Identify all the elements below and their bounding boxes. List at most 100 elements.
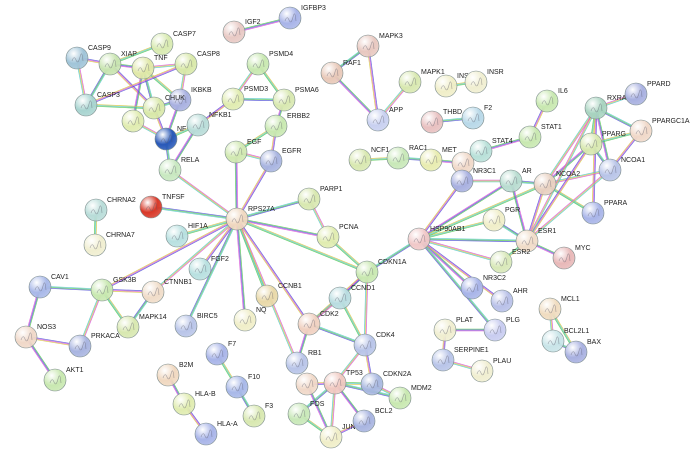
node-parp1[interactable]: PARP1 bbox=[297, 186, 343, 211]
node-circle[interactable] bbox=[366, 108, 390, 132]
node-circle[interactable] bbox=[483, 318, 507, 342]
node-circle[interactable] bbox=[139, 195, 163, 219]
node-circle[interactable] bbox=[420, 110, 444, 134]
node-circle[interactable] bbox=[246, 52, 270, 76]
node-ins[interactable]: INS bbox=[434, 73, 469, 98]
node-hla-b[interactable]: HLA-B bbox=[172, 391, 216, 416]
node-circle[interactable] bbox=[174, 314, 198, 338]
node-ncoa1[interactable]: NCOA1 bbox=[598, 157, 645, 182]
node-ahr[interactable]: AHR bbox=[490, 288, 528, 313]
node-circle[interactable] bbox=[43, 368, 67, 392]
node-nr3c2[interactable]: NR3C2 bbox=[460, 275, 506, 300]
node-cdk2[interactable]: CDK2 bbox=[297, 311, 339, 336]
node-ppargc1a[interactable]: PPARGC1A bbox=[629, 118, 690, 143]
node-ppard[interactable]: PPARD bbox=[624, 81, 671, 106]
node-circle[interactable] bbox=[535, 89, 559, 113]
node-circle[interactable] bbox=[131, 56, 155, 80]
node-circle[interactable] bbox=[295, 372, 319, 396]
node-rela[interactable]: RELA bbox=[158, 157, 200, 182]
node-f2[interactable]: F2 bbox=[461, 105, 492, 130]
node-f7[interactable]: F7 bbox=[205, 341, 236, 366]
node-circle[interactable] bbox=[388, 386, 412, 410]
node-circle[interactable] bbox=[142, 96, 166, 120]
node-circle[interactable] bbox=[222, 20, 246, 44]
node-circle[interactable] bbox=[221, 87, 245, 111]
node-circle[interactable] bbox=[515, 229, 539, 253]
node-circle[interactable] bbox=[352, 409, 376, 433]
node-circle[interactable] bbox=[450, 169, 474, 193]
node-circle[interactable] bbox=[328, 286, 352, 310]
node-circle[interactable] bbox=[469, 139, 493, 163]
node-casp8[interactable]: CASP8 bbox=[174, 51, 220, 76]
node-circle[interactable] bbox=[386, 146, 410, 170]
node-fos[interactable]: FOS bbox=[287, 401, 325, 426]
node-circle[interactable] bbox=[541, 329, 565, 353]
node-psmd3[interactable]: PSMD3 bbox=[221, 86, 268, 111]
node-insr[interactable]: INSR bbox=[464, 69, 504, 94]
node-circle[interactable] bbox=[225, 207, 249, 231]
node-bax[interactable]: BAX bbox=[564, 339, 601, 364]
node-circle[interactable] bbox=[287, 402, 311, 426]
node-circle[interactable] bbox=[84, 198, 108, 222]
node-circle[interactable] bbox=[65, 46, 89, 70]
node-circle[interactable] bbox=[98, 52, 122, 76]
node-circle[interactable] bbox=[74, 93, 98, 117]
node-plau[interactable]: PLAU bbox=[470, 358, 511, 383]
node-circle[interactable] bbox=[285, 351, 309, 375]
node-tnfsf_red[interactable]: TNFSF bbox=[139, 194, 185, 219]
node-mapk14[interactable]: MAPK14 bbox=[116, 314, 167, 339]
node-circle[interactable] bbox=[224, 140, 248, 164]
node-tnf[interactable]: TNF bbox=[131, 55, 168, 80]
node-casp3[interactable]: CASP3 bbox=[74, 92, 120, 117]
node-igfbp3[interactable]: IGFBP3 bbox=[278, 5, 326, 30]
node-plg[interactable]: PLG bbox=[483, 317, 520, 342]
node-tp53[interactable]: TP53 bbox=[323, 370, 363, 395]
node-circle[interactable] bbox=[121, 109, 145, 133]
node-ncoa2[interactable]: NCOA2 bbox=[533, 171, 580, 196]
node-circle[interactable] bbox=[533, 172, 557, 196]
node-gsk3b[interactable]: GSK3B bbox=[90, 277, 137, 302]
node-mdm2[interactable]: MDM2 bbox=[388, 385, 432, 410]
node-circle[interactable] bbox=[461, 106, 485, 130]
node-circle[interactable] bbox=[490, 289, 514, 313]
node-il6[interactable]: IL6 bbox=[535, 88, 568, 113]
node-esr2[interactable]: ESR2 bbox=[489, 249, 530, 274]
node-circle[interactable] bbox=[552, 246, 576, 270]
node-circle[interactable] bbox=[499, 169, 523, 193]
node-cdk4[interactable]: CDK4 bbox=[353, 332, 395, 357]
node-fgf2[interactable]: FGF2 bbox=[188, 256, 229, 281]
node-circle[interactable] bbox=[68, 334, 92, 358]
node-circle[interactable] bbox=[433, 318, 457, 342]
node-myc[interactable]: MYC bbox=[552, 245, 591, 270]
node-circle[interactable] bbox=[356, 34, 380, 58]
node-ar[interactable]: AR bbox=[499, 168, 532, 193]
node-thbd[interactable]: THBD bbox=[420, 109, 462, 134]
node-rxra[interactable]: RXRA bbox=[584, 95, 627, 120]
node-casp7[interactable]: CASP7 bbox=[150, 31, 196, 56]
node-igf2[interactable]: IGF2 bbox=[222, 19, 261, 44]
node-circle[interactable] bbox=[460, 276, 484, 300]
node-circle[interactable] bbox=[584, 96, 608, 120]
node-pparg[interactable]: PPARG bbox=[579, 131, 626, 156]
node-circle[interactable] bbox=[538, 297, 562, 321]
node-hif1a[interactable]: HIF1A bbox=[165, 223, 208, 248]
node-circle[interactable] bbox=[581, 201, 605, 225]
node-ikbkb[interactable]: IKBKB bbox=[168, 87, 212, 112]
node-egf[interactable]: EGF bbox=[224, 139, 261, 164]
node-circle[interactable] bbox=[172, 392, 196, 416]
node-nos3[interactable]: NOS3 bbox=[14, 324, 56, 349]
node-circle[interactable] bbox=[259, 149, 283, 173]
node-f3[interactable]: F3 bbox=[242, 403, 273, 428]
node-met[interactable]: MET bbox=[419, 147, 458, 172]
node-circle[interactable] bbox=[233, 308, 257, 332]
node-casp9[interactable]: CASP9 bbox=[65, 45, 111, 70]
node-ncf1[interactable]: NCF1 bbox=[348, 147, 389, 172]
node-chrna2[interactable]: CHRNA2 bbox=[84, 197, 136, 222]
node-chuk[interactable]: CHUK bbox=[142, 95, 185, 120]
node-circle[interactable] bbox=[482, 208, 506, 232]
node-circle[interactable] bbox=[264, 114, 288, 138]
node-circle[interactable] bbox=[90, 278, 114, 302]
node-egfr[interactable]: EGFR bbox=[259, 148, 301, 173]
node-rb1[interactable]: RB1 bbox=[285, 350, 322, 375]
node-nr3c1[interactable]: NR3C1 bbox=[450, 168, 496, 193]
